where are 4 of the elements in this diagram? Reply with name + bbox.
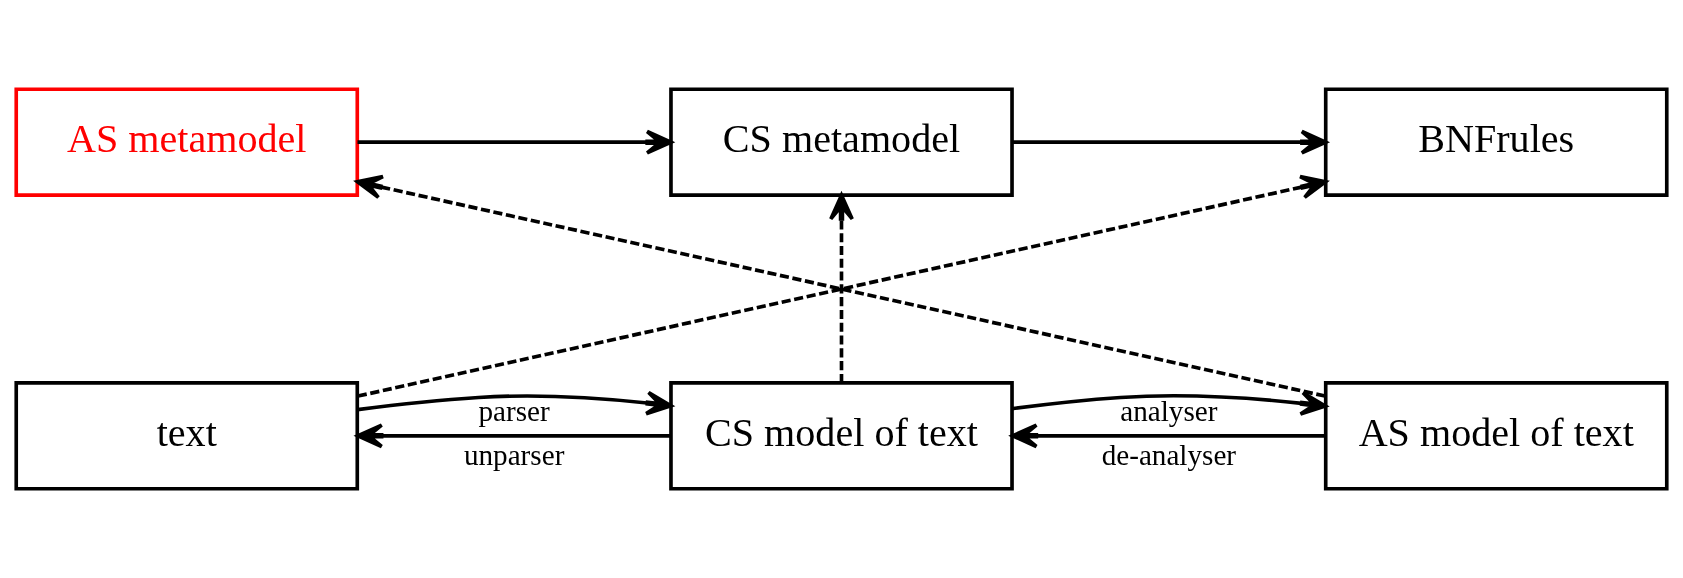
edge-label: parser: [478, 394, 550, 427]
edge-label: analyser: [1120, 394, 1218, 427]
edge-label: unparser: [463, 438, 565, 471]
edge-label: de-analyser: [1101, 438, 1237, 471]
